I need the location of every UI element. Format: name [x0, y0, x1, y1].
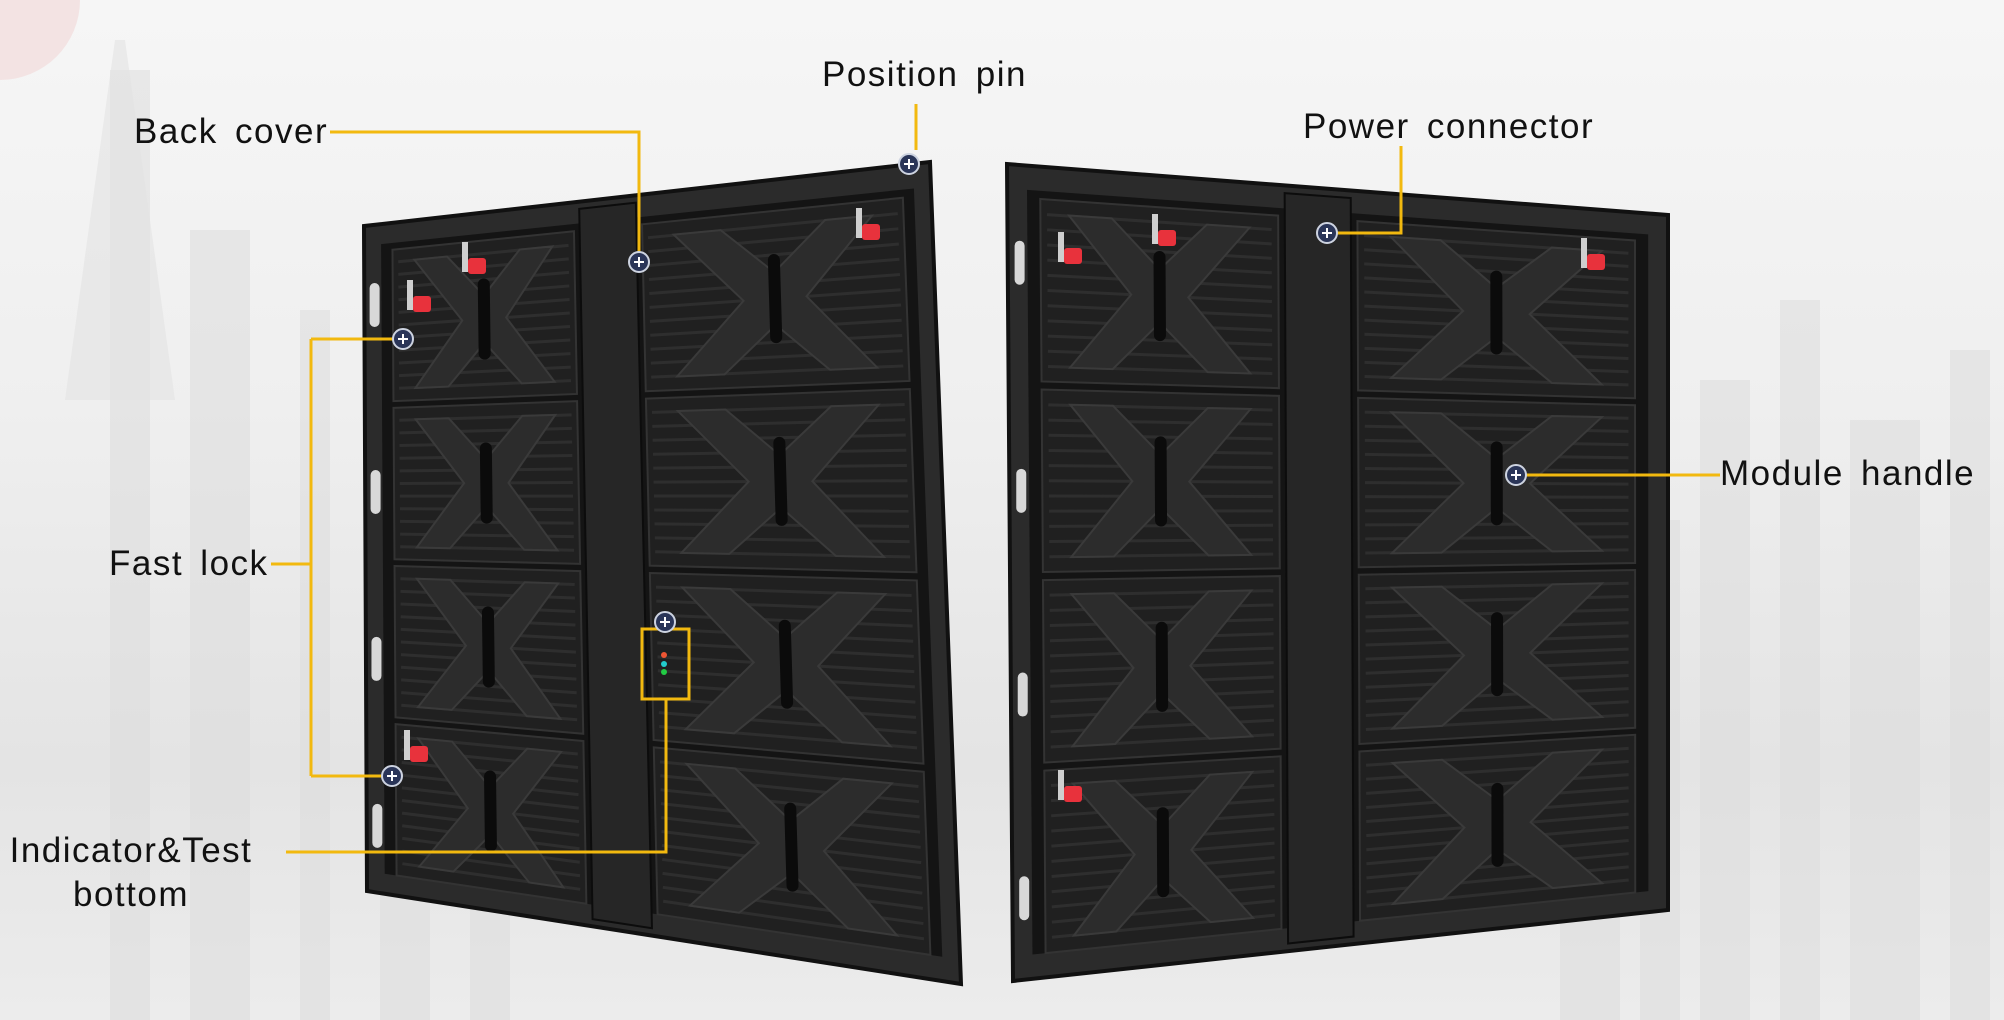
lock-lever [1064, 248, 1082, 264]
side-slot [1019, 876, 1030, 921]
side-slot [1014, 240, 1025, 285]
module [1039, 197, 1280, 390]
module-handle [484, 770, 497, 852]
lock-lever [1064, 786, 1082, 802]
lock-stem [407, 280, 413, 310]
label-indicator-test: Indicator&Test bottom [0, 831, 262, 915]
plus-icon [634, 257, 644, 267]
label-power-connector: Power connector [1303, 107, 1595, 146]
lock-lever [413, 296, 431, 312]
module [393, 564, 585, 735]
lock-lever [468, 258, 486, 274]
module-handle [778, 619, 794, 709]
leader-fast-lock [271, 337, 398, 778]
building [1780, 300, 1820, 1020]
building [190, 230, 250, 1020]
label-indicator-line2: bottom [73, 875, 189, 914]
module-handle [784, 802, 799, 892]
label-back-cover: Back cover [134, 112, 329, 151]
plus-icon [660, 617, 670, 627]
lock-stem [462, 242, 468, 272]
module [1041, 575, 1282, 764]
fast-lock-lever [1058, 232, 1082, 264]
lock-stem [1058, 232, 1064, 262]
lock-lever [862, 224, 880, 240]
lock-lever [410, 746, 428, 762]
side-slot [369, 282, 380, 327]
module-handle [767, 254, 783, 344]
right-cabinet [1004, 161, 1670, 984]
module [392, 400, 582, 565]
building [300, 310, 330, 1020]
module [644, 388, 918, 574]
fast-lock-lever [1581, 238, 1605, 270]
module [1356, 220, 1637, 400]
center-spine [578, 201, 653, 930]
building [1950, 350, 1990, 1020]
module [1043, 755, 1283, 955]
plus-icon [1322, 228, 1332, 238]
module-handle [481, 606, 495, 688]
building [1700, 380, 1750, 1020]
lock-lever [1587, 254, 1605, 270]
label-indicator-line1: Indicator&Test [9, 831, 253, 870]
fast-lock-lever [1152, 214, 1176, 246]
module [1357, 396, 1637, 569]
building [1850, 420, 1920, 1020]
module-handle [477, 278, 491, 360]
lock-stem [856, 208, 862, 238]
leader-indicator [286, 699, 668, 854]
fast-lock-lever [462, 242, 486, 274]
lock-stem [1581, 238, 1587, 268]
fast-lock-lever [856, 208, 880, 240]
side-slot [370, 469, 381, 514]
side-slot [372, 803, 383, 848]
lock-stem [1152, 214, 1158, 244]
module [391, 230, 578, 403]
fast-lock-lever [407, 280, 431, 312]
callout-marker-icon [898, 153, 920, 175]
module [640, 196, 911, 393]
side-slot [1017, 672, 1028, 717]
module [648, 571, 925, 765]
plus-icon [1511, 470, 1521, 480]
callout-marker-icon [628, 251, 650, 273]
label-position-pin: Position pin [822, 55, 1027, 94]
indicator-led [661, 669, 667, 675]
module-handle [773, 436, 788, 526]
leader-power-connector [1332, 146, 1403, 235]
center-spine [1283, 191, 1355, 945]
leader-back-cover [330, 130, 641, 258]
left-cabinet [361, 159, 964, 987]
fast-lock-lever [404, 730, 428, 762]
side-slot [1016, 468, 1027, 513]
indicator-led [661, 661, 667, 667]
module [652, 746, 932, 957]
lock-stem [1058, 770, 1064, 800]
lock-stem [404, 730, 410, 760]
module-handle [479, 442, 493, 524]
callout-marker-icon [1316, 222, 1338, 244]
fast-lock-lever [1058, 770, 1082, 802]
callout-marker-icon [654, 611, 676, 633]
label-fast-lock: Fast lock [109, 544, 269, 583]
lock-lever [1158, 230, 1176, 246]
label-module-handle: Module handle [1720, 454, 1976, 493]
module [1358, 733, 1637, 922]
module [1040, 388, 1281, 574]
callout-marker-icon [392, 328, 414, 350]
side-slot [371, 636, 382, 681]
module [394, 722, 588, 905]
indicator-led [661, 652, 667, 658]
plus-icon [387, 771, 397, 781]
tower [65, 40, 175, 400]
callout-marker-icon [381, 765, 403, 787]
plus-icon [904, 159, 914, 169]
plus-icon [398, 334, 408, 344]
module [1357, 568, 1637, 746]
callout-marker-icon [1505, 464, 1527, 486]
